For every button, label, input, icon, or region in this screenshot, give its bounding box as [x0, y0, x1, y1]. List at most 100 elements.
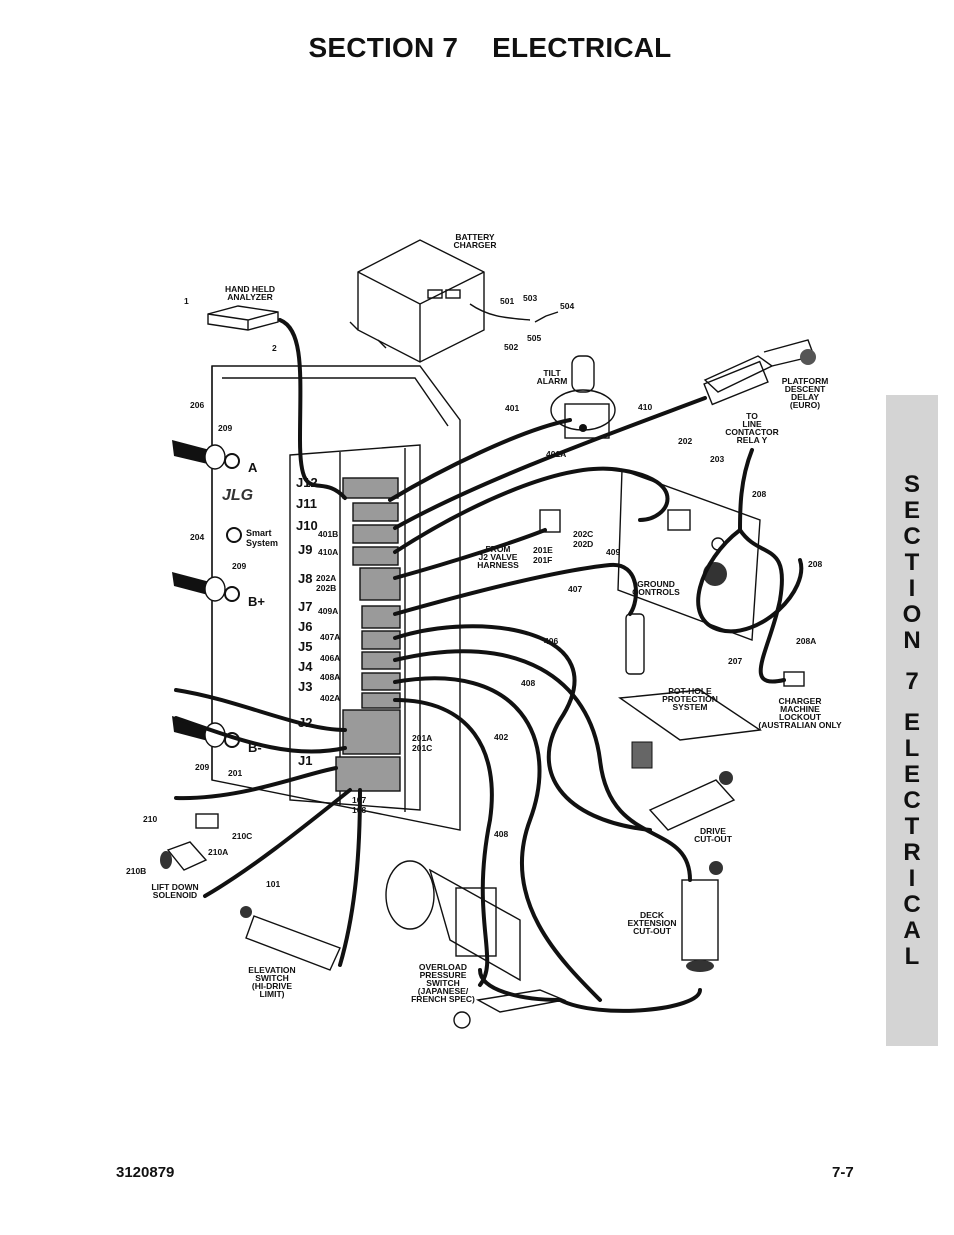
- part-409: 409: [606, 547, 620, 557]
- part-210a: 210A: [208, 847, 228, 857]
- elevation-roller-icon: [240, 906, 252, 918]
- part-1: 1: [184, 296, 189, 306]
- j8-label: J8: [298, 571, 312, 586]
- elevation-switch: [240, 906, 341, 971]
- part-2: 2: [272, 343, 277, 353]
- terminal-post-a: [172, 440, 212, 465]
- part-206: 206: [190, 400, 204, 410]
- system-label: System: [246, 538, 278, 548]
- analyzer-label-1: HAND HELD: [225, 284, 275, 294]
- from-j2-label-2: J2 VALVE: [479, 552, 518, 562]
- overload-label-1: OVERLOAD: [419, 962, 467, 972]
- part-108: 108: [352, 805, 366, 815]
- part-201a: 201A: [412, 733, 432, 743]
- pothole-label-2: PROTECTION: [662, 694, 718, 704]
- terminal-nut-a: [224, 453, 240, 469]
- part-409a: 409A: [318, 606, 338, 616]
- part-201c: 201C: [412, 743, 432, 753]
- part-402a: 402A: [320, 693, 340, 703]
- lift-down-label-2: SOLENOID: [153, 890, 197, 900]
- section-number: SECTION 7: [308, 32, 459, 63]
- lift-down-solenoid: [160, 813, 219, 871]
- part-202: 202: [678, 436, 692, 446]
- lockout-label-1: CHARGER: [779, 696, 822, 706]
- drive-cutout: [648, 771, 736, 831]
- deck-ext-label-1: DECK: [640, 910, 665, 920]
- ground-controls-label-2: CONTROLS: [632, 587, 680, 597]
- part-107: 107: [352, 795, 366, 805]
- part-402: 402: [494, 732, 508, 742]
- smart-system-icon: [226, 527, 242, 543]
- tab-letter: 7: [905, 667, 919, 695]
- jlg-logo: JLG: [222, 487, 253, 504]
- part-210b: 210B: [126, 866, 146, 876]
- lift-down-label-1: LIFT DOWN: [151, 882, 198, 892]
- lockout-label-2: MACHINE: [780, 704, 820, 714]
- terminal-a-label: A: [248, 460, 258, 475]
- tab-letter: S: [903, 470, 920, 498]
- tab-letter: N: [903, 626, 921, 654]
- tilt-alarm-label-1: TILT: [543, 368, 561, 378]
- page-number: 7-7: [832, 1164, 854, 1181]
- tilt-alarm-bolt-icon: [579, 424, 587, 432]
- j10-label: J10: [296, 518, 318, 533]
- terminal-nut-bplus: [224, 586, 240, 602]
- pothole-label-3: SYSTEM: [673, 702, 708, 712]
- contactor-label-4: RELA Y: [737, 435, 768, 445]
- part-201: 201: [228, 768, 242, 778]
- part-401b: 401B: [318, 529, 338, 539]
- overload-label-5: FRENCH SPEC): [411, 994, 475, 1004]
- part-502: 502: [504, 342, 518, 352]
- analyzer-label-2: ANALYZER: [227, 292, 273, 302]
- deck-extension: [681, 861, 723, 972]
- section-name: ELECTRICAL: [492, 32, 672, 63]
- part-410a: 410A: [318, 547, 338, 557]
- terminal-post-bminus: [172, 716, 212, 742]
- j9-label: J9: [298, 542, 312, 557]
- part-401a: 401A: [546, 449, 566, 459]
- part-201f: 201F: [533, 555, 552, 565]
- elevation-label-2: SWITCH: [255, 973, 289, 983]
- part-407: 407: [568, 584, 582, 594]
- tab-letter: I: [908, 864, 916, 892]
- part-209-b: 209: [232, 561, 246, 571]
- j6-label: J6: [298, 619, 312, 634]
- part-406a: 406A: [320, 653, 340, 663]
- overload-label-2: PRESSURE: [420, 970, 467, 980]
- tab-letter: C: [903, 890, 921, 918]
- part-408a: 408A: [320, 672, 340, 682]
- part-503: 503: [523, 293, 537, 303]
- tab-letter: L: [904, 942, 920, 970]
- tab-letter: E: [903, 496, 920, 524]
- drive-cutout-label-2: CUT-OUT: [694, 834, 733, 844]
- part-501: 501: [500, 296, 514, 306]
- connector-blocks: [335, 477, 401, 792]
- part-101: 101: [266, 879, 280, 889]
- descent-label-4: (EURO): [790, 400, 820, 410]
- page-title: SECTION 7 ELECTRICAL: [0, 32, 954, 64]
- pothole-protection: [618, 613, 762, 769]
- charger-lockout-plug: [783, 671, 805, 687]
- part-401: 401: [505, 403, 519, 413]
- lockout-label-4: (AUSTRALIAN ONLY: [758, 720, 842, 730]
- smart-label: Smart: [246, 528, 272, 538]
- j7-label: J7: [298, 599, 312, 614]
- part-202a: 202A: [316, 573, 336, 583]
- deck-ext-label-2: EXTENSION: [627, 918, 676, 928]
- overload-switch: [385, 860, 567, 1029]
- box-brand: JLG Smart System: [222, 487, 278, 548]
- tab-letter: E: [903, 708, 920, 736]
- j5-label: J5: [298, 639, 312, 654]
- part-410: 410: [638, 402, 652, 412]
- battery-charger-label-2: CHARGER: [454, 240, 497, 250]
- from-j2-label-3: HARNESS: [477, 560, 519, 570]
- j4-label: J4: [298, 659, 313, 674]
- elevation-label-1: ELEVATION: [248, 965, 295, 975]
- overload-label-3: SWITCH: [426, 978, 460, 988]
- terminal-post-bplus: [172, 572, 212, 596]
- descent-delay-lever-icon: [800, 349, 816, 365]
- part-208-b: 208: [808, 559, 822, 569]
- tab-letter: I: [908, 574, 916, 602]
- part-209-a: 209: [218, 423, 232, 433]
- drive-cutout-label-1: DRIVE: [700, 826, 726, 836]
